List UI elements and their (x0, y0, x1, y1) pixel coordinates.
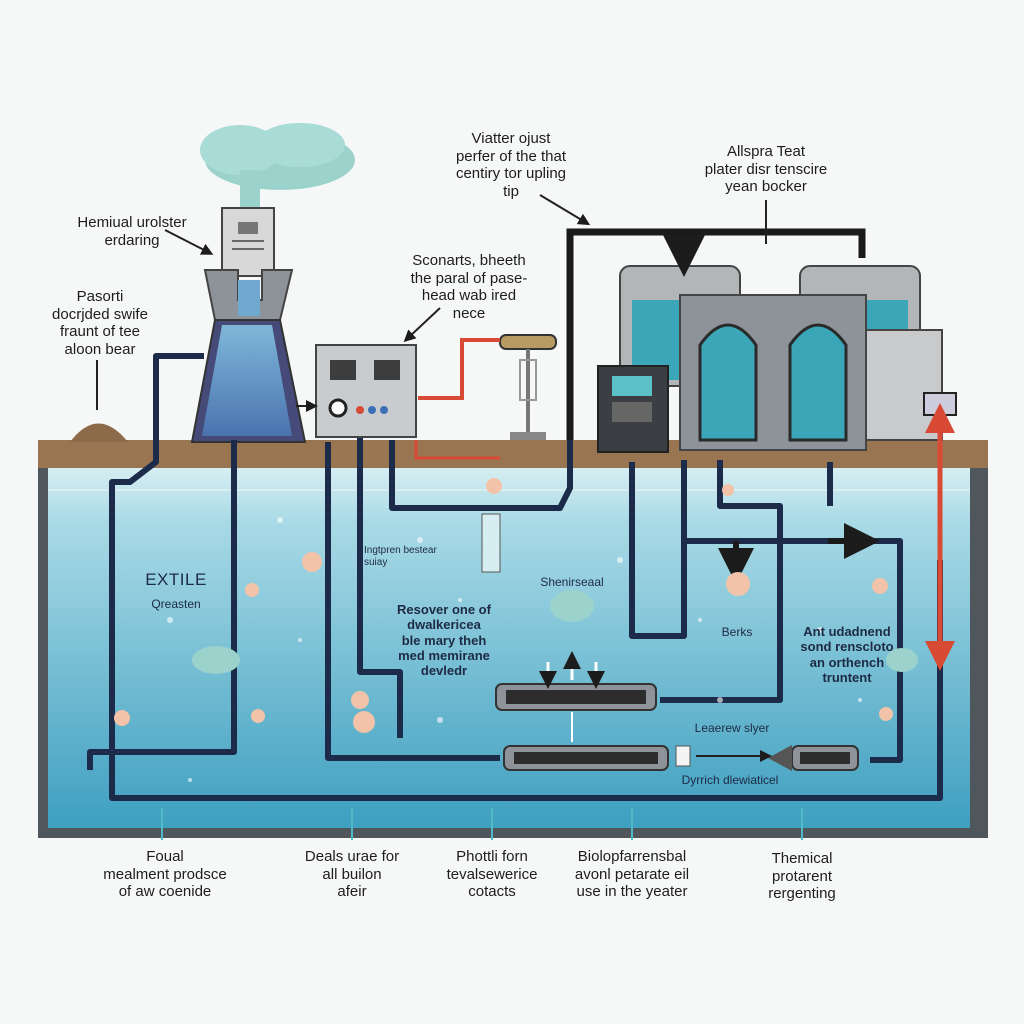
pipe-right-down (660, 460, 783, 703)
callout-bottom-1: Foual mealment prodsce of aw coenide (103, 848, 227, 901)
callout-mound: Pasorti docrjded swife fraunt of tee alo… (52, 288, 148, 359)
label-mixer: Ingtpren bestear suiay (364, 545, 437, 568)
pipe-center-down (325, 442, 500, 761)
label-center-process: Shenirseaal (540, 575, 604, 589)
membrane-filter-icon (495, 683, 859, 771)
label-dyrich: Dyrrich dlewiaticel (681, 773, 779, 787)
callout-bottom-4: Biolopfarrensbal avonl petarate eil use … (574, 848, 690, 901)
pipe-left-loop (109, 353, 943, 801)
callout-chimney: Hemiual urolster erdaring (77, 214, 187, 249)
control-panel-icon (315, 344, 417, 438)
center-process-arrows (539, 590, 605, 689)
callout-tanks: Allspra Teat plater disr tenscire yean b… (704, 143, 828, 196)
callout-bottom-5: Themical protarent rergenting (768, 850, 836, 903)
monitor-box-icon (597, 365, 669, 453)
callout-bottom-3: Phottli forn tevalsewerice cotacts (446, 848, 538, 901)
callout-panel: Sconarts, bheeth the paral of pase- head… (410, 252, 528, 323)
label-treatment: Ant udadnend sond renscloto an orthench … (800, 624, 894, 685)
pipe-left-inner (87, 440, 237, 770)
steam-cloud-icon (200, 123, 355, 210)
label-extile: EXTILE (145, 570, 207, 589)
sludge-icon (114, 478, 893, 733)
label-recover: Resover one of dwalkericea ble mary theh… (397, 602, 491, 679)
storage-tank-icon (619, 265, 943, 451)
pipe-panel-loop (357, 438, 403, 738)
steam-cloud-icon (192, 646, 240, 674)
meter-icon (923, 392, 957, 416)
soil-mound (70, 423, 128, 442)
callout-bottom-2: Deals urae for all builon afeir (304, 848, 400, 901)
valve-icon (499, 334, 557, 440)
factory-chimney-icon (190, 207, 307, 443)
top-manifold-pipe (566, 228, 866, 440)
label-greaten: Qreasten (151, 597, 201, 611)
callout-center: Viatter ojust perfer of the that centiry… (455, 130, 567, 201)
steam-cloud-icon (886, 648, 918, 672)
label-berks: Berks (721, 625, 753, 639)
pipe-to-header (389, 440, 573, 511)
label-leaerew: Leaerew slyer (694, 721, 770, 735)
pipe-right-loop (629, 460, 687, 639)
red-feed-pipe (418, 338, 500, 400)
